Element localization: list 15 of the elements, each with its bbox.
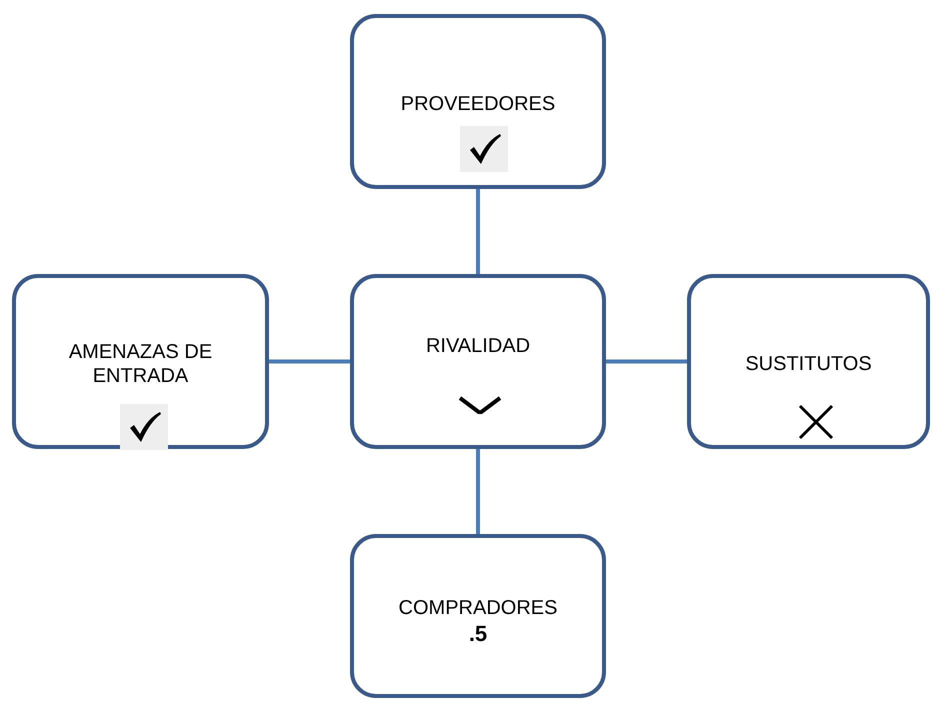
connector-line — [476, 189, 480, 274]
rounded-box — [687, 274, 930, 449]
box-label: RIVALIDAD — [424, 334, 532, 358]
rounded-box — [350, 14, 606, 189]
box-label: AMENAZAS DE ENTRADA — [68, 340, 214, 388]
box-label: COMPRADORES — [398, 596, 558, 620]
rounded-box — [350, 534, 606, 698]
rounded-box — [12, 274, 269, 449]
connector-line — [606, 360, 687, 364]
connector-line — [476, 449, 480, 534]
score-value: .5 — [468, 622, 488, 646]
connector-line — [269, 360, 350, 364]
box-label: SUSTITUTOS — [744, 352, 873, 376]
box-label: PROVEEDORES — [400, 92, 556, 116]
rounded-box — [350, 274, 606, 449]
